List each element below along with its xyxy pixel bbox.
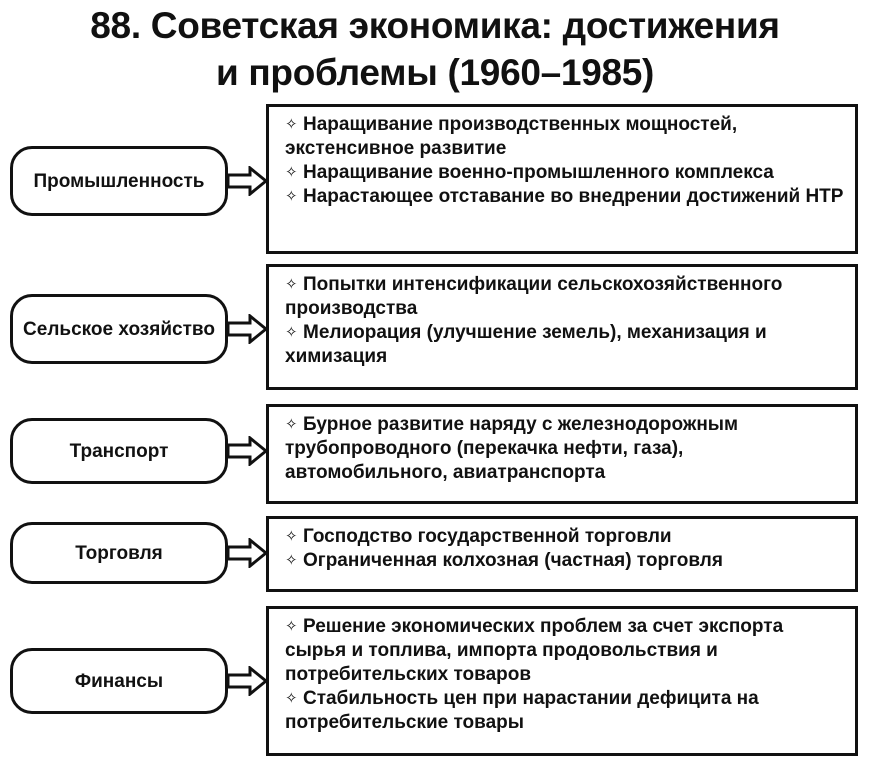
diamond-bullet-icon: ✧	[285, 324, 298, 341]
category-label: Промышленность	[33, 170, 205, 192]
row-finance: Финансы ✧Решение экономических проблем з…	[0, 606, 870, 756]
diamond-bullet-icon: ✧	[285, 552, 298, 569]
details-box-transport: ✧Бурное развитие наряду с железнодорожны…	[266, 404, 858, 504]
category-agriculture: Сельское хозяйство	[10, 294, 228, 364]
category-label: Транспорт	[69, 440, 169, 462]
hollow-arrow-right-icon	[226, 436, 268, 466]
row-agriculture: Сельское хозяйство ✧Попытки интенсификац…	[0, 264, 870, 390]
title-line-2: и проблемы (1960–1985)	[215, 52, 655, 93]
list-item: ✧Нарастающее отставание во внедрении дос…	[285, 186, 844, 207]
diamond-bullet-icon: ✧	[285, 164, 298, 181]
list-item: ✧Наращивание производственных мощностей,…	[285, 114, 738, 159]
page-title: 88. Советская экономика: достижения и пр…	[0, 2, 870, 96]
diamond-bullet-icon: ✧	[285, 276, 298, 293]
hollow-arrow-right-icon	[226, 538, 268, 568]
row-industry: Промышленность ✧Наращивание производстве…	[0, 104, 870, 254]
category-finance: Финансы	[10, 648, 228, 714]
list-item: ✧Наращивание военно-промышленного компле…	[285, 162, 774, 183]
diamond-bullet-icon: ✧	[285, 116, 298, 133]
list-item: ✧Бурное развитие наряду с железнодорожны…	[285, 414, 739, 483]
details-box-agriculture: ✧Попытки интенсификации сельскохозяйстве…	[266, 264, 858, 390]
diamond-bullet-icon: ✧	[285, 528, 298, 545]
details-box-trade: ✧Господство государственной торговли ✧Ог…	[266, 516, 858, 592]
details-box-finance: ✧Решение экономических проблем за счет э…	[266, 606, 858, 756]
hollow-arrow-right-icon	[226, 166, 268, 196]
diamond-bullet-icon: ✧	[285, 416, 298, 433]
list-item: ✧Решение экономических проблем за счет э…	[285, 616, 784, 685]
title-line-1: 88. Советская экономика: достижения	[90, 5, 780, 46]
category-transport: Транспорт	[10, 418, 228, 484]
category-label: Финансы	[74, 670, 164, 692]
details-box-industry: ✧Наращивание производственных мощностей,…	[266, 104, 858, 254]
category-industry: Промышленность	[10, 146, 228, 216]
diamond-bullet-icon: ✧	[285, 188, 298, 205]
list-item: ✧Господство государственной торговли	[285, 526, 672, 547]
list-item: ✧Ограниченная колхозная (частная) торгов…	[285, 550, 723, 571]
hollow-arrow-right-icon	[226, 314, 268, 344]
category-label: Сельское хозяйство	[23, 318, 215, 340]
row-transport: Транспорт ✧Бурное развитие наряду с желе…	[0, 404, 870, 504]
list-item: ✧Мелиорация (улучшение земель), механиза…	[285, 322, 767, 367]
category-trade: Торговля	[10, 522, 228, 584]
hollow-arrow-right-icon	[226, 666, 268, 696]
list-item: ✧Стабильность цен при нарастании дефицит…	[285, 688, 759, 733]
list-item: ✧Попытки интенсификации сельскохозяйстве…	[285, 274, 783, 319]
diamond-bullet-icon: ✧	[285, 618, 298, 635]
category-label: Торговля	[75, 542, 163, 564]
row-trade: Торговля ✧Господство государственной тор…	[0, 516, 870, 592]
diamond-bullet-icon: ✧	[285, 690, 298, 707]
